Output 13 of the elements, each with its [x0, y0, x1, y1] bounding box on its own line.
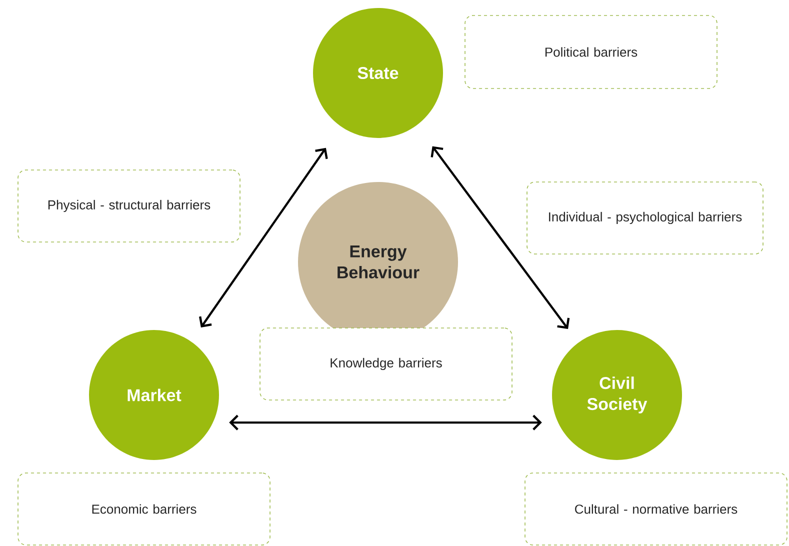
circle-node: Market [89, 330, 219, 460]
barrier-box: Cultural - normative barriers [524, 472, 788, 546]
arrow [229, 414, 542, 430]
arrow [430, 146, 570, 329]
barrier-box: Political barriers [464, 15, 718, 89]
circle-node: Civil Society [552, 330, 682, 460]
barrier-box: Knowledge barriers [260, 328, 512, 400]
barrier-box: Economic barriers [18, 472, 270, 546]
arrow [199, 148, 328, 328]
circle-node: State [313, 8, 443, 138]
barrier-box: Physical - structural barriers [18, 170, 240, 242]
circle-node: Energy Behaviour [298, 182, 458, 342]
barrier-box: Individual - psychological barriers [526, 182, 764, 254]
